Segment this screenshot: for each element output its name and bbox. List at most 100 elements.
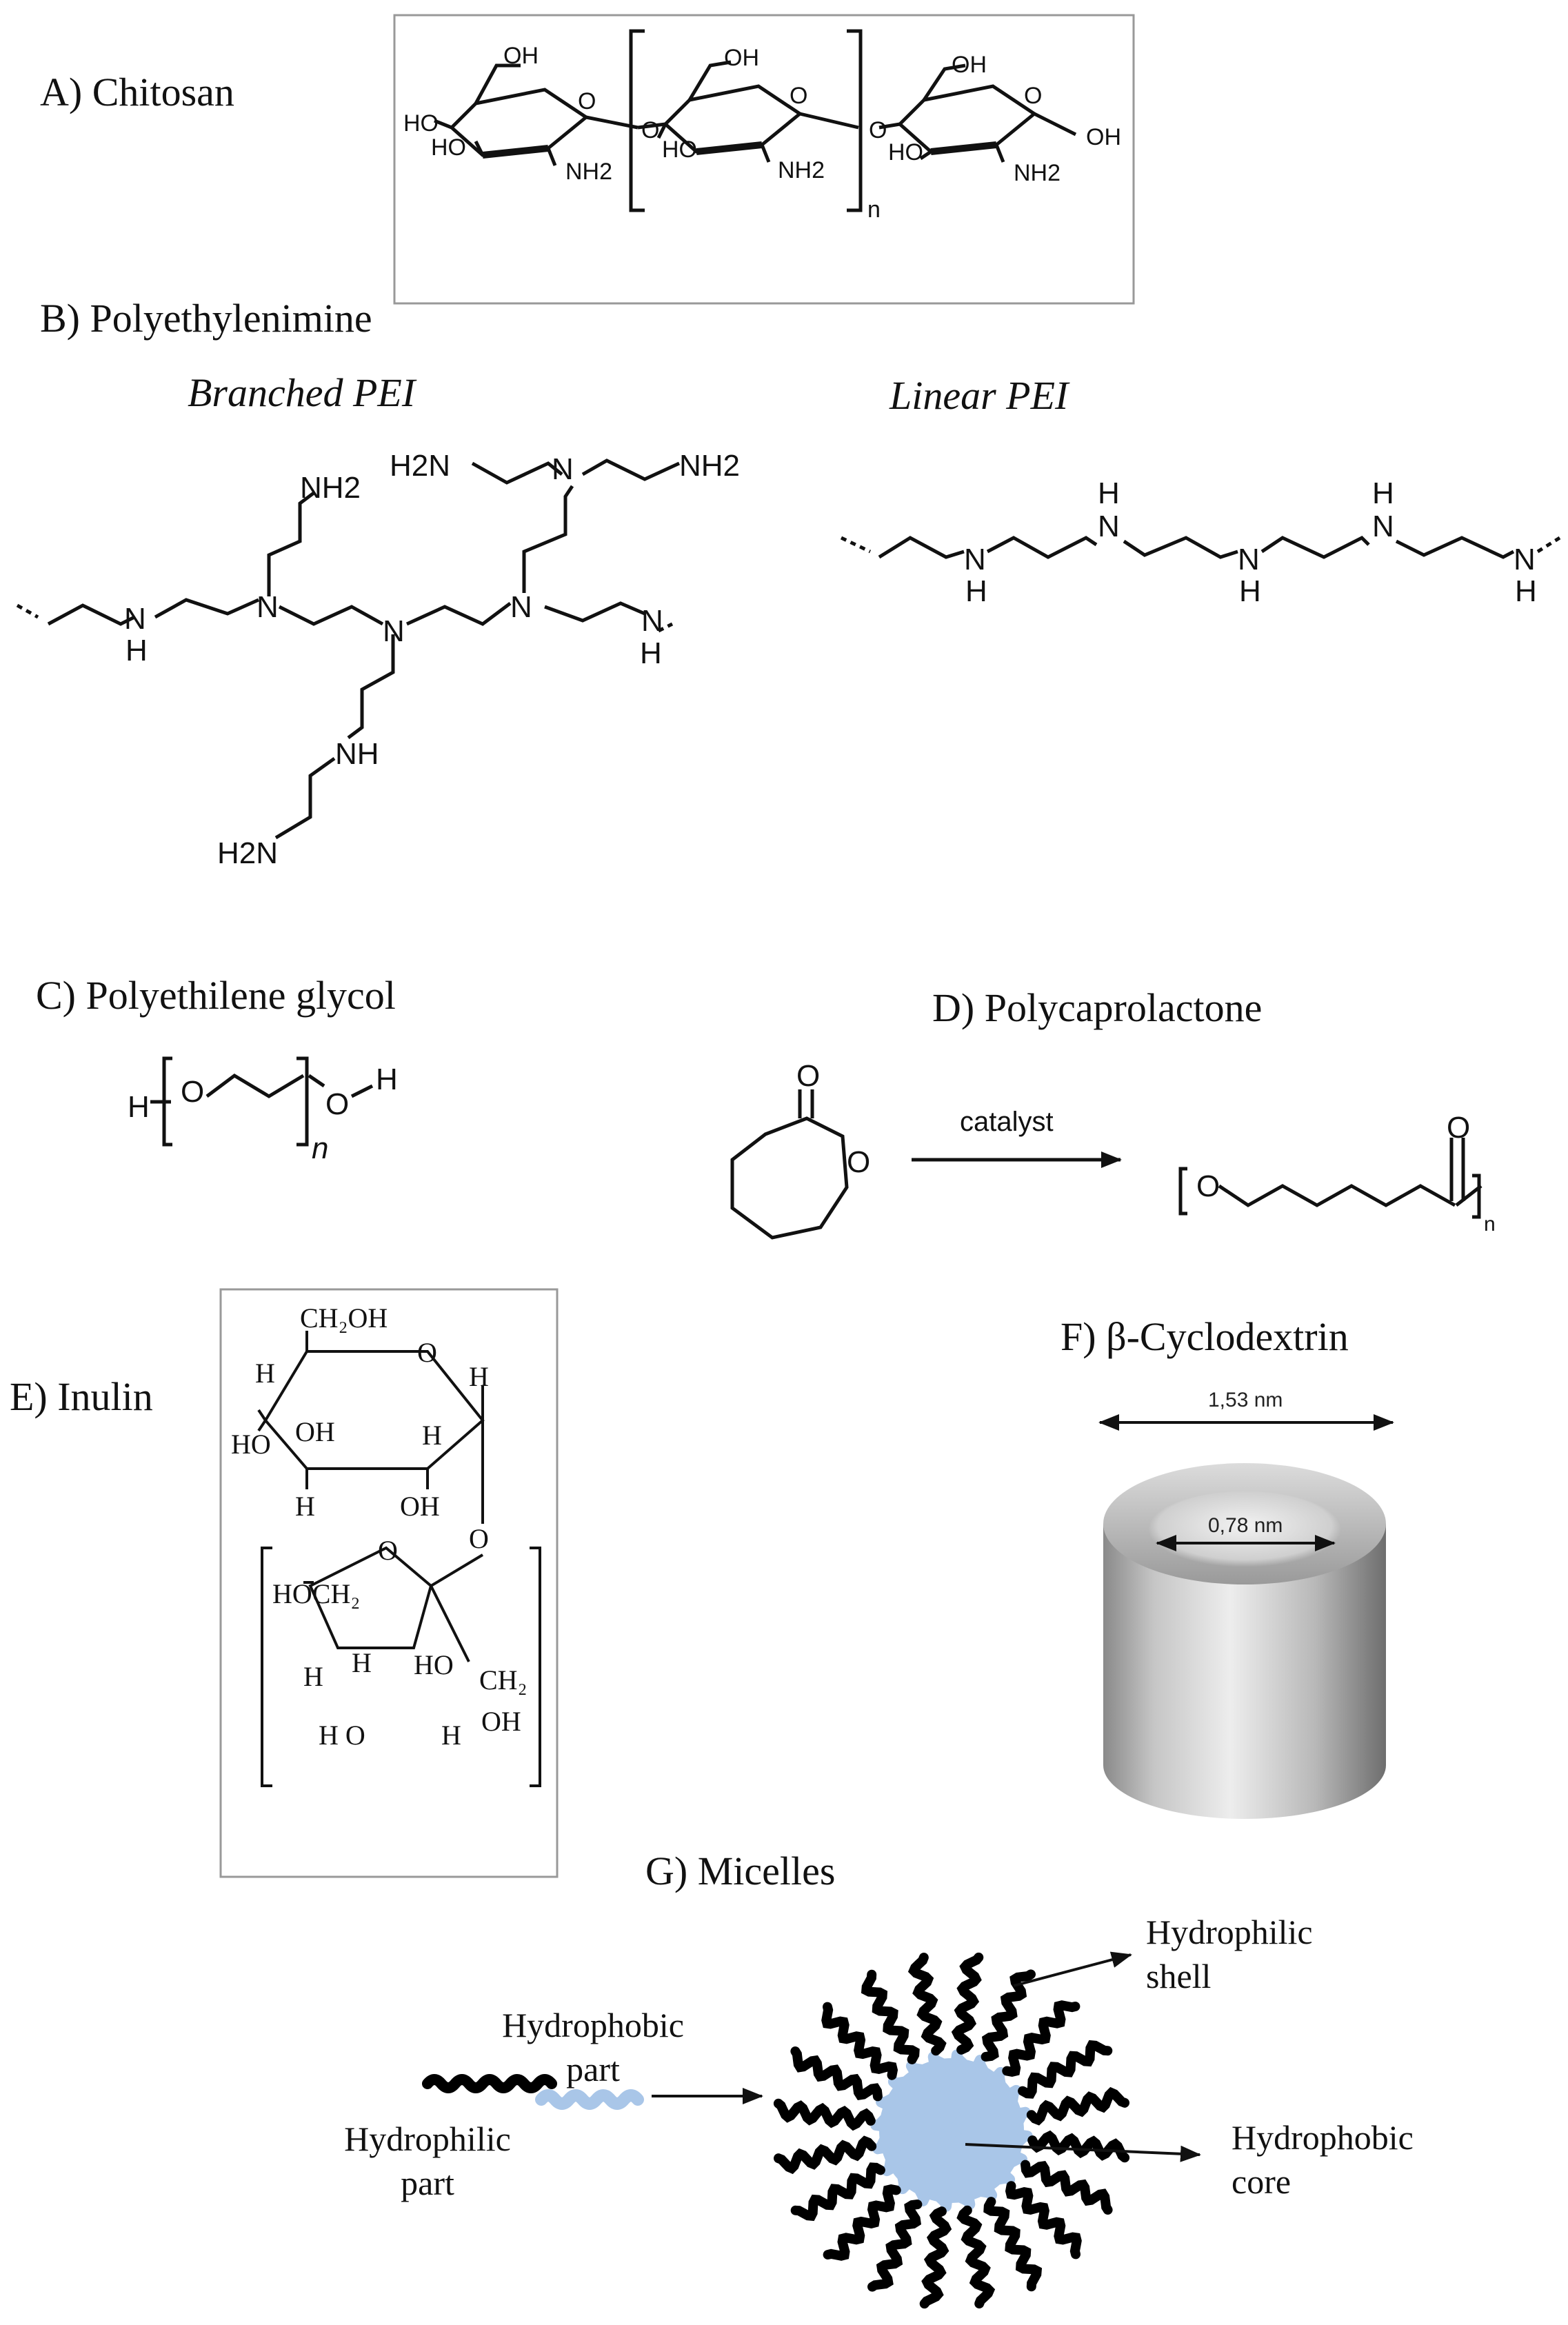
micelle-hydrophilic-head <box>956 2205 996 2308</box>
micelle-hydrophilic-head <box>773 2098 876 2131</box>
micelle-hydrophobic-tail <box>914 2136 952 2206</box>
svg-text:H2N: H2N <box>390 449 450 483</box>
svg-text:O: O <box>790 83 807 109</box>
pcl-structure <box>730 1089 1482 1240</box>
svg-text:N: N <box>1098 510 1120 543</box>
cyclodextrin-cylinder <box>1103 1463 1386 1819</box>
svg-text:O: O <box>847 1145 870 1179</box>
peg-structure <box>150 1056 374 1147</box>
svg-text:OH: OH <box>400 1491 440 1522</box>
cyclodextrin-dimensions <box>1098 1414 1394 1551</box>
svg-text:O: O <box>469 1523 489 1554</box>
peg-atoms: H O O H n <box>128 1063 398 1165</box>
svg-text:O: O <box>1447 1111 1470 1145</box>
svg-text:OH: OH <box>503 43 539 69</box>
svg-text:HO: HO <box>403 110 439 137</box>
svg-text:O: O <box>378 1535 398 1566</box>
svg-text:n: n <box>867 197 881 223</box>
svg-text:N: N <box>641 604 663 638</box>
svg-text:O: O <box>417 1337 437 1368</box>
panel-f-title: F) β-Cyclodextrin <box>1061 1314 1349 1359</box>
svg-text:catalyst: catalyst <box>960 1107 1054 1137</box>
shell-arrow <box>1013 1951 1132 1987</box>
svg-text:N: N <box>1372 510 1394 543</box>
svg-text:O: O <box>796 1059 820 1093</box>
svg-text:H: H <box>422 1420 442 1451</box>
chitosan-box <box>393 14 1135 305</box>
svg-text:O: O <box>869 117 887 143</box>
svg-text:H: H <box>1372 476 1394 510</box>
svg-text:O: O <box>641 117 659 143</box>
micelle-hydrophilic-head <box>823 2184 901 2261</box>
svg-text:N: N <box>510 590 532 624</box>
svg-text:HO: HO <box>414 1649 454 1680</box>
micelle-hydrophobic-tail <box>927 2051 958 2124</box>
svg-text:H: H <box>1098 476 1120 510</box>
svg-text:H: H <box>1239 574 1261 608</box>
micelle-hydrophilic-head <box>1018 2040 1113 2099</box>
svg-text:O: O <box>578 88 596 114</box>
micelle-hydrophobic-tail <box>945 2137 976 2210</box>
svg-text:CH₂: CH₂ <box>479 1664 527 1695</box>
svg-text:NH2: NH2 <box>565 159 612 185</box>
svg-text:H: H <box>640 636 662 670</box>
svg-text:N: N <box>964 543 986 576</box>
svg-text:H: H <box>965 574 987 608</box>
svg-text:H2N: H2N <box>217 836 278 870</box>
svg-text:OH: OH <box>1086 124 1121 150</box>
svg-text:NH2: NH2 <box>300 471 361 505</box>
linear-pei-atoms: N H H N N H H N N H <box>964 476 1537 608</box>
inner-diameter-label: 0,78 nm <box>1208 1514 1283 1537</box>
micelle-hydrophobic-tail <box>945 2049 969 2124</box>
branched-pei-atoms: N H N NH2 N NH H2N N N H2N NH2 N H <box>124 449 740 870</box>
outer-diameter-label: 1,53 nm <box>1208 1389 1283 1411</box>
svg-text:H: H <box>255 1358 275 1389</box>
svg-text:NH2: NH2 <box>1014 160 1061 186</box>
svg-text:H: H <box>295 1491 315 1522</box>
micelle <box>773 1952 1130 2309</box>
micelle-hydrophilic-head <box>1005 2181 1082 2259</box>
panel-a-title: A) Chitosan <box>40 70 234 114</box>
core-arrow <box>965 2143 1201 2162</box>
micelle-hydrophobic-tail <box>934 2137 958 2212</box>
svg-text:N: N <box>124 602 146 636</box>
micelle-hydrophobic-tail <box>951 2055 989 2125</box>
chitosan-structure <box>393 14 1135 305</box>
svg-text:NH2: NH2 <box>679 449 740 483</box>
pcl-atoms: O O catalyst O O n <box>796 1059 1496 1236</box>
svg-text:N: N <box>552 452 574 486</box>
micelle-hydrophobic-tail <box>956 2084 1022 2133</box>
micelle-hydrophobic-tail <box>896 2133 949 2195</box>
micelle-hydrophilic-head <box>1002 2000 1080 2077</box>
branched-pei-structure <box>16 459 681 840</box>
linear-pei-label: Linear PEI <box>889 373 1069 418</box>
svg-text:CH₂OH: CH₂OH <box>300 1302 388 1333</box>
micelle-hydrophobic-tail <box>949 2135 998 2201</box>
micelle-hydrophilic-head <box>951 1952 984 2055</box>
micelle-hydrophobic-tail <box>881 2128 947 2177</box>
svg-text:N: N <box>383 614 405 648</box>
svg-text:H: H <box>376 1063 398 1096</box>
amphiphile-molecule <box>422 2074 644 2110</box>
svg-text:HOCH₂: HOCH₂ <box>272 1578 360 1609</box>
svg-text:H: H <box>303 1661 323 1692</box>
panel-d-title: D) Polycaprolactone <box>932 985 1263 1030</box>
inulin-structure <box>219 1288 559 1878</box>
svg-text:N: N <box>1238 543 1260 576</box>
panel-e-title: E) Inulin <box>10 1374 153 1419</box>
micelle-hydrophobic-tail <box>872 2124 945 2155</box>
panel-g-title: G) Micelles <box>645 1849 836 1893</box>
svg-text:O: O <box>1024 83 1042 109</box>
panel-c-title: C) Polyethilene glycol <box>36 973 396 1018</box>
micelle-hydrophilic-head <box>1021 2160 1113 2215</box>
svg-text:H O: H O <box>319 1720 365 1751</box>
svg-text:OH: OH <box>952 52 987 78</box>
svg-text:O: O <box>181 1075 204 1109</box>
svg-text:OH: OH <box>295 1416 335 1447</box>
micelle-hydrophilic-head <box>861 1969 920 2064</box>
linear-pei-structure <box>840 535 1561 559</box>
svg-text:H: H <box>441 1720 461 1751</box>
